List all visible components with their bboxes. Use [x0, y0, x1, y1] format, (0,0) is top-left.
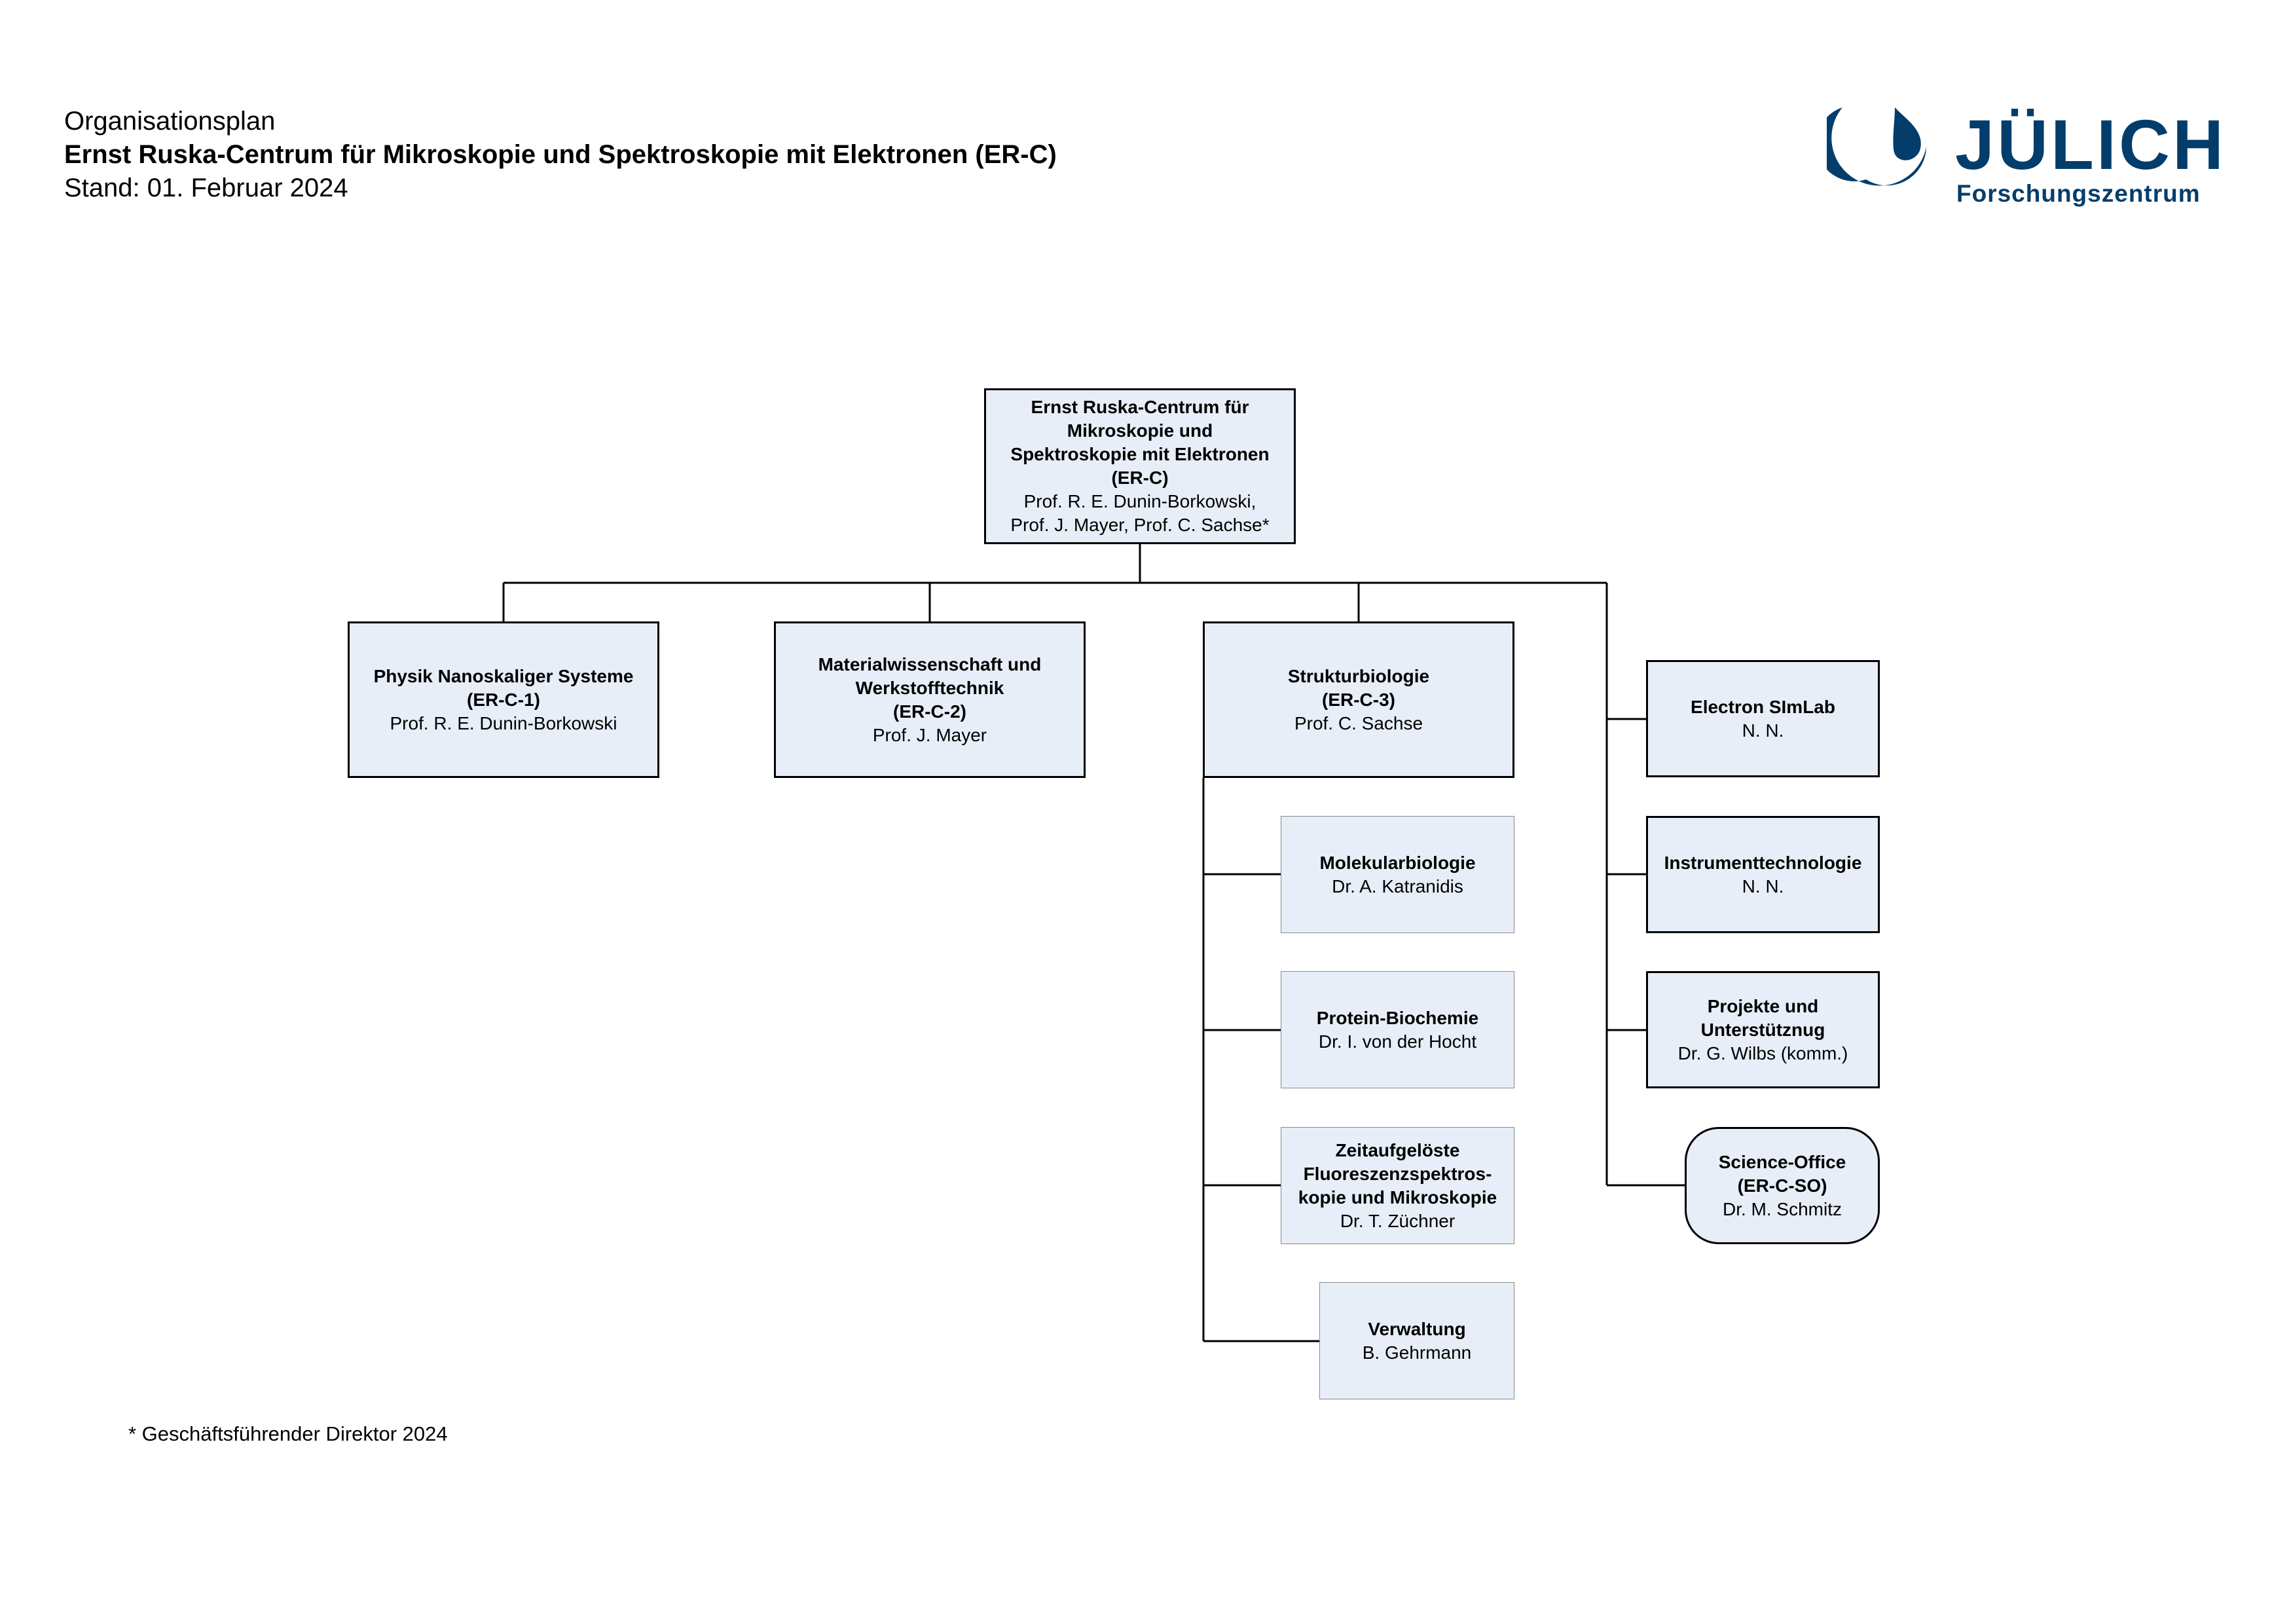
org-box-protein-biochemie: Protein-Biochemie Dr. I. von der Hocht: [1281, 971, 1514, 1088]
org-box-er-c-1: Physik Nanoskaliger Systeme (ER-C-1) Pro…: [348, 621, 659, 778]
box-title: Zeitaufgelöste Fluoreszenzspektros- kopi…: [1298, 1139, 1497, 1208]
box-person: Dr. M. Schmitz: [1722, 1198, 1842, 1219]
page-title: Ernst Ruska-Centrum für Mikroskopie und …: [64, 140, 1057, 169]
juelich-logo: JÜLICH Forschungszentrum: [1827, 103, 2224, 215]
box-code: (ER-C-2): [893, 701, 966, 722]
org-box-er-c-3: Strukturbiologie (ER-C-3) Prof. C. Sachs…: [1203, 621, 1514, 778]
footnote: * Geschäftsführender Direktor 2024: [128, 1422, 448, 1445]
box-title: Verwaltung: [1368, 1318, 1466, 1339]
box-person: Prof. J. Mayer: [872, 724, 987, 745]
box-person: Dr. A. Katranidis: [1332, 876, 1463, 896]
box-title: Science-Office: [1718, 1151, 1846, 1172]
page-subtitle: Organisationsplan: [64, 107, 276, 136]
box-title: Instrumenttechnologie: [1664, 852, 1862, 873]
header: Organisationsplan Ernst Ruska-Centrum fü…: [64, 105, 1057, 205]
box-title: Projekte und Unterstütznug: [1700, 995, 1825, 1040]
org-box-instrumenttechnologie: Instrumenttechnologie N. N.: [1646, 816, 1880, 933]
box-person: N. N.: [1742, 720, 1784, 741]
box-title: Molekularbiologie: [1319, 852, 1476, 873]
box-code: (ER-C-3): [1322, 689, 1395, 710]
box-code: (ER-C): [1111, 468, 1169, 488]
org-box-projekte: Projekte und Unterstütznug Dr. G. Wilbs …: [1646, 971, 1880, 1088]
box-title: Physik Nanoskaliger Systeme: [373, 665, 634, 686]
box-title: Electron SImLab: [1691, 696, 1835, 717]
org-box-verwaltung: Verwaltung B. Gehrmann: [1319, 1282, 1514, 1399]
org-box-molekularbiologie: Molekularbiologie Dr. A. Katranidis: [1281, 816, 1514, 933]
org-box-root: Ernst Ruska-Centrum für Mikroskopie und …: [984, 388, 1296, 544]
box-title: Ernst Ruska-Centrum für Mikroskopie und …: [1010, 397, 1270, 464]
box-title: Strukturbiologie: [1287, 665, 1430, 686]
box-person: Prof. C. Sachse: [1294, 712, 1423, 733]
box-person: Dr. G. Wilbs (komm.): [1677, 1043, 1848, 1063]
box-title: Protein-Biochemie: [1316, 1007, 1479, 1028]
box-person: Prof. R. E. Dunin-Borkowski, Prof. J. Ma…: [1010, 491, 1270, 535]
juelich-logo-mark-icon: [1827, 107, 1926, 186]
org-box-science-office: Science-Office (ER-C-SO) Dr. M. Schmitz: [1685, 1127, 1880, 1244]
logo-name: JÜLICH: [1955, 105, 2227, 184]
box-title: Materialwissenschaft und Werkstofftechni…: [818, 654, 1042, 698]
box-code: (ER-C-SO): [1737, 1175, 1827, 1196]
org-box-er-c-2: Materialwissenschaft und Werkstofftechni…: [774, 621, 1086, 778]
org-box-electron-simlab: Electron SImLab N. N.: [1646, 660, 1880, 777]
box-person: B. Gehrmann: [1362, 1342, 1472, 1363]
box-person: N. N.: [1742, 876, 1784, 896]
logo-subtitle: Forschungszentrum: [1956, 180, 2201, 207]
date-stamp: Stand: 01. Februar 2024: [64, 174, 348, 202]
box-person: Prof. R. E. Dunin-Borkowski: [390, 712, 617, 733]
org-box-fluoreszenz: Zeitaufgelöste Fluoreszenzspektros- kopi…: [1281, 1127, 1514, 1244]
box-person: Dr. I. von der Hocht: [1318, 1031, 1477, 1052]
box-person: Dr. T. Züchner: [1340, 1210, 1456, 1231]
box-code: (ER-C-1): [467, 689, 540, 710]
